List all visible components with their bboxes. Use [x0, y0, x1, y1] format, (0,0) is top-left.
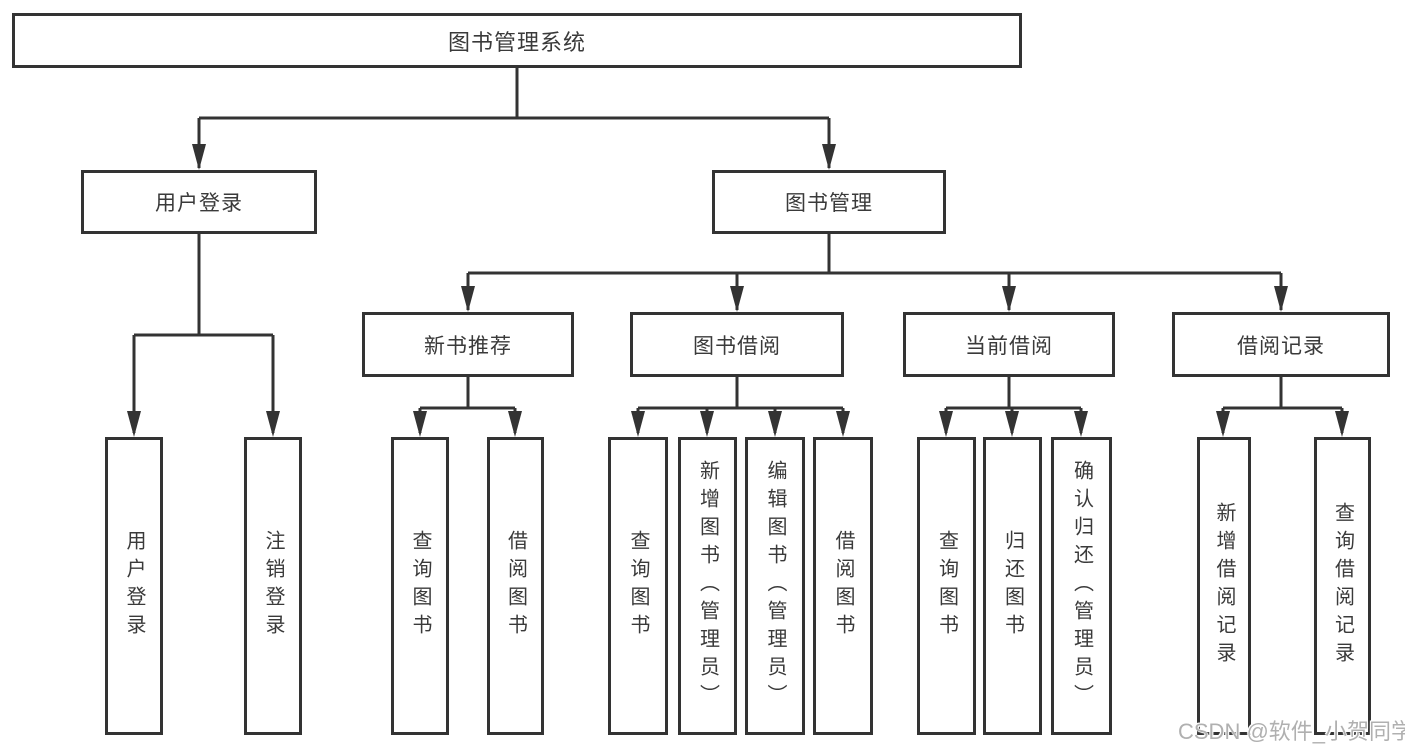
node-book-management: 图书管理 [712, 170, 946, 234]
node-label: 新书推荐 [424, 334, 512, 358]
node-label: 归还图书 [1001, 530, 1024, 642]
node-label: 用户登录 [123, 530, 145, 642]
leaf-add-borrow-record: 新增借阅记录 [1197, 437, 1251, 735]
node-current-borrow: 当前借阅 [903, 312, 1115, 377]
node-label: 注销登录 [262, 530, 284, 642]
csdn-watermark: CSDN @软件_小贺同学 [1178, 719, 1405, 744]
node-label: 借阅图书 [504, 530, 527, 642]
node-label: 编辑图书（管理员） [764, 460, 786, 712]
leaf-return-books: 归还图书 [983, 437, 1042, 735]
node-label: 当前借阅 [965, 334, 1053, 358]
node-label: 借阅记录 [1237, 334, 1325, 358]
leaf-user-login: 用户登录 [105, 437, 163, 735]
arrowhead-icons [127, 144, 1349, 437]
connector-root [197, 68, 831, 168]
connector-book-management [466, 234, 1283, 310]
node-label: 查询图书 [935, 530, 958, 642]
node-new-book-recommend: 新书推荐 [362, 312, 574, 377]
node-label: 用户登录 [155, 192, 243, 215]
connector-book-borrow [636, 377, 845, 433]
node-label: 图书管理系统 [447, 29, 586, 55]
leaf-query-books-borrow: 查询图书 [608, 437, 668, 735]
node-label: 新增借阅记录 [1213, 502, 1235, 670]
connector-user-login [132, 234, 275, 433]
node-borrow-records: 借阅记录 [1172, 312, 1390, 377]
leaf-borrow-books: 借阅图书 [813, 437, 873, 735]
node-root-system: 图书管理系统 [12, 13, 1022, 68]
node-label: 查询图书 [409, 530, 431, 642]
connector-new-book-recommend [418, 377, 517, 433]
leaf-confirm-return-admin: 确认归还（管理员） [1051, 437, 1112, 735]
leaf-edit-books-admin: 编辑图书（管理员） [745, 437, 805, 735]
leaf-add-books-admin: 新增图书（管理员） [678, 437, 737, 735]
leaf-borrow-books-recommend: 借阅图书 [487, 437, 544, 735]
node-label: 确认归还（管理员） [1070, 460, 1093, 712]
leaf-logout: 注销登录 [244, 437, 302, 735]
node-label: 新增图书（管理员） [696, 460, 719, 712]
leaf-query-books-current: 查询图书 [917, 437, 976, 735]
node-label: 图书管理 [785, 192, 873, 215]
node-label: 借阅图书 [832, 530, 854, 642]
node-label: 查询图书 [627, 530, 649, 642]
leaf-query-borrow-record: 查询借阅记录 [1314, 437, 1371, 735]
node-user-login: 用户登录 [81, 170, 317, 234]
node-label: 图书借阅 [693, 334, 781, 358]
leaf-query-books-recommend: 查询图书 [391, 437, 449, 735]
node-label: 查询借阅记录 [1331, 502, 1354, 670]
connector-borrow-records [1221, 377, 1344, 433]
node-book-borrow: 图书借阅 [630, 312, 844, 377]
